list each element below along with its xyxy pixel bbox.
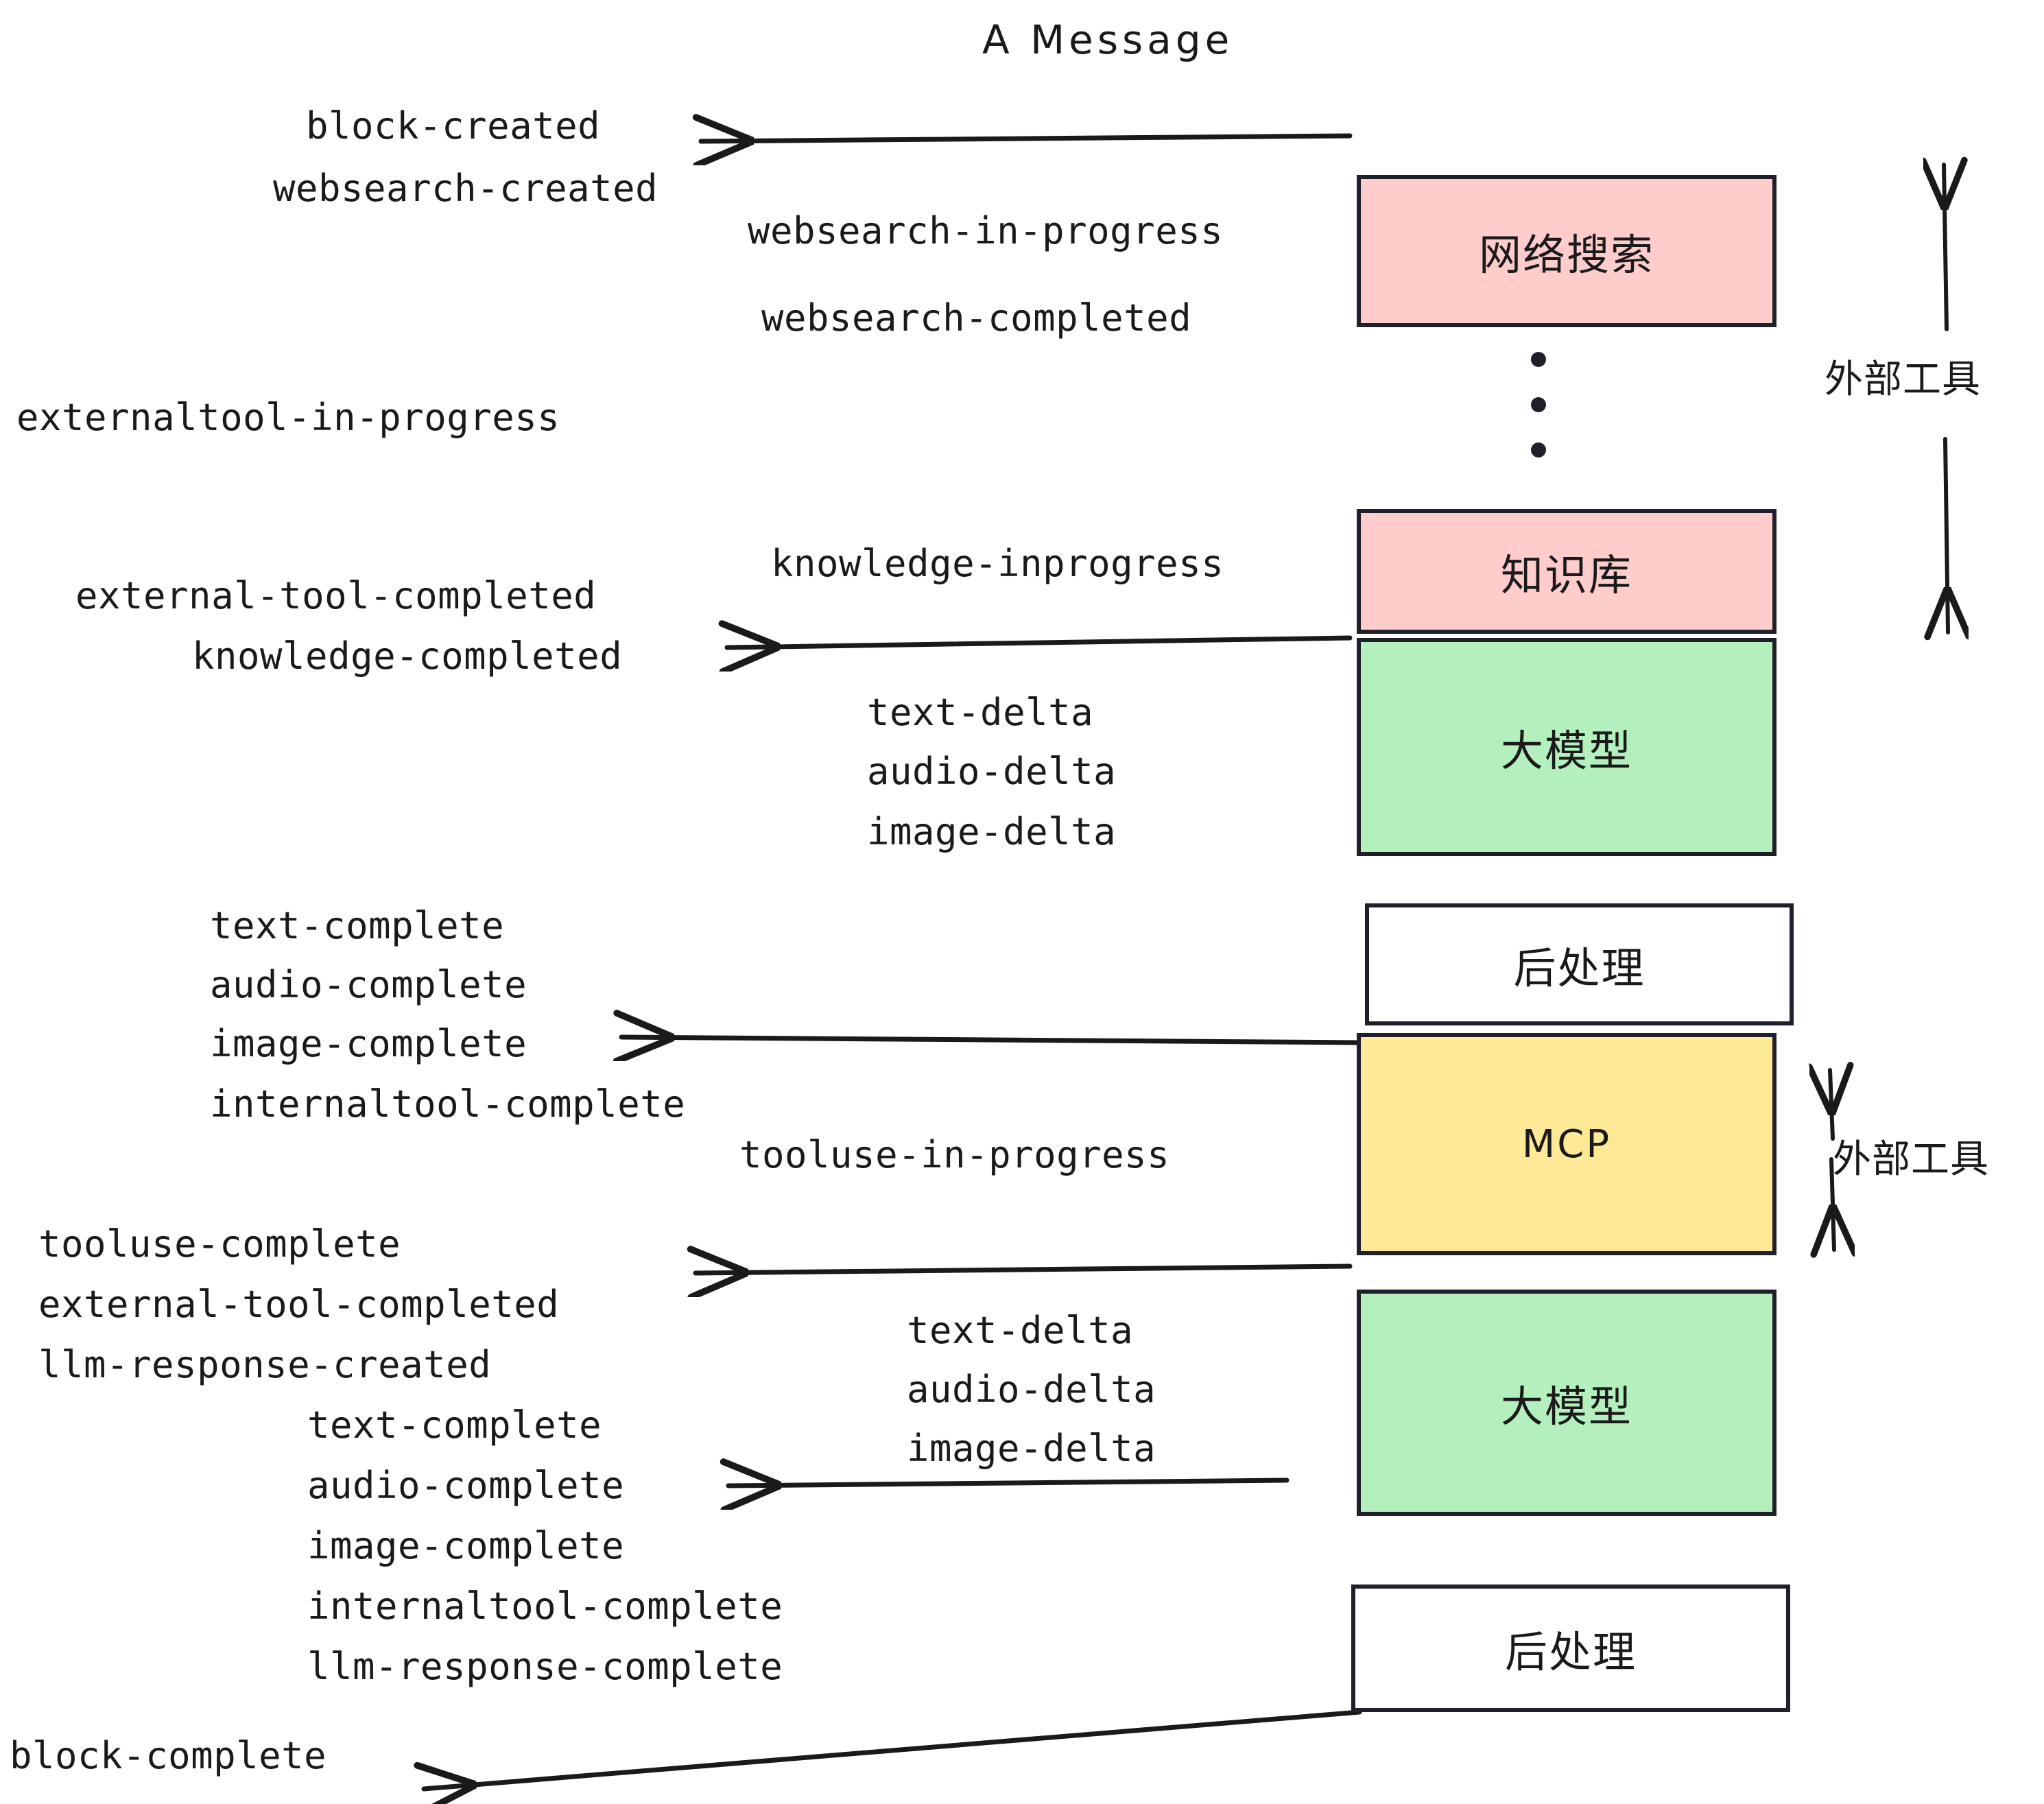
box-websearch-label: 网络搜索 [1478,230,1654,280]
external-tools-arrow-bottom-down [1831,1157,1834,1250]
ellipsis-dot-2 [1531,397,1546,412]
page-title: A Message [982,16,1234,63]
box-llm-2-label: 大模型 [1500,1381,1632,1432]
box-postprocess-1[interactable]: 后处理 [1365,903,1794,1025]
box-postprocess-2-label: 后处理 [1504,1627,1637,1677]
box-postprocess-2[interactable]: 后处理 [1351,1585,1790,1712]
event-label-websearch-completed: websearch-completed [761,296,1192,340]
arrow-websearch-to-events [701,136,1353,141]
event-label-external-tool-completed: external-tool-completed [75,574,597,617]
external-tools-arrow-top-down [1945,437,1948,632]
event-label-knowledge-completed: knowledge-completed [192,634,623,678]
event-label-audio-delta-1: audio-delta [867,750,1117,793]
event-label-audio-delta-2: audio-delta [907,1368,1156,1411]
event-label-websearch-created: websearch-created [273,167,658,210]
event-label-externaltool-in-progress: externaltool-in-progress [16,396,560,439]
box-llm-2[interactable]: 大模型 [1357,1290,1776,1516]
event-label-audio-complete-1: audio-complete [210,963,527,1006]
box-mcp-label: MCP [1521,1121,1612,1167]
arrow-llm2-to-events [728,1480,1290,1486]
event-label-image-delta-2: image-delta [907,1427,1156,1470]
event-label-llm-response-created: llm-response-created [38,1343,492,1386]
event-label-image-delta-1: image-delta [867,810,1117,853]
event-label-block-created: block-created [306,104,601,147]
event-label-text-delta-1: text-delta [867,691,1094,734]
event-label-image-complete-2: image-complete [307,1524,625,1567]
event-label-websearch-in-progress: websearch-in-progress [748,209,1224,252]
side-label-external-tools-bottom: 外部工具 [1833,1137,1989,1182]
external-tools-arrow-bottom-up [1830,1070,1833,1141]
box-knowledge[interactable]: 知识库 [1357,509,1776,634]
event-label-external-tool-completed-2: external-tool-completed [38,1283,560,1326]
box-knowledge-label: 知识库 [1500,550,1632,600]
event-label-tooluse-complete: tooluse-complete [38,1222,401,1266]
event-label-internaltool-complete-2: internaltool-complete [307,1585,783,1628]
event-label-image-complete-1: image-complete [210,1022,527,1065]
box-websearch[interactable]: 网络搜索 [1357,175,1776,327]
event-label-text-complete-2: text-complete [307,1403,602,1447]
box-llm-1[interactable]: 大模型 [1357,638,1776,856]
box-mcp[interactable]: MCP [1357,1033,1776,1255]
external-tools-arrow-top-up [1944,165,1947,331]
arrow-postproc1-to-events [621,1037,1362,1043]
box-postprocess-1-label: 后处理 [1513,943,1645,993]
event-label-llm-response-complete: llm-response-complete [307,1645,783,1688]
arrow-postproc2-to-block [424,1709,1362,1789]
side-label-external-tools-top: 外部工具 [1825,357,1981,402]
event-label-text-complete-1: text-complete [210,904,505,947]
event-label-internaltool-complete-1: internaltool-complete [210,1082,686,1126]
arrow-mcp-to-events [696,1266,1353,1273]
event-label-block-complete: block-complete [10,1734,327,1777]
event-label-knowledge-inprogress: knowledge-inprogress [771,542,1224,585]
event-label-tooluse-in-progress: tooluse-in-progress [739,1133,1170,1176]
event-label-audio-complete-2: audio-complete [307,1464,625,1507]
event-label-text-delta-2: text-delta [907,1309,1134,1352]
arrow-knowledge-to-events [727,638,1353,648]
box-llm-1-label: 大模型 [1500,726,1632,776]
ellipsis-dot-3 [1531,442,1546,458]
ellipsis-dot-1 [1531,352,1546,367]
